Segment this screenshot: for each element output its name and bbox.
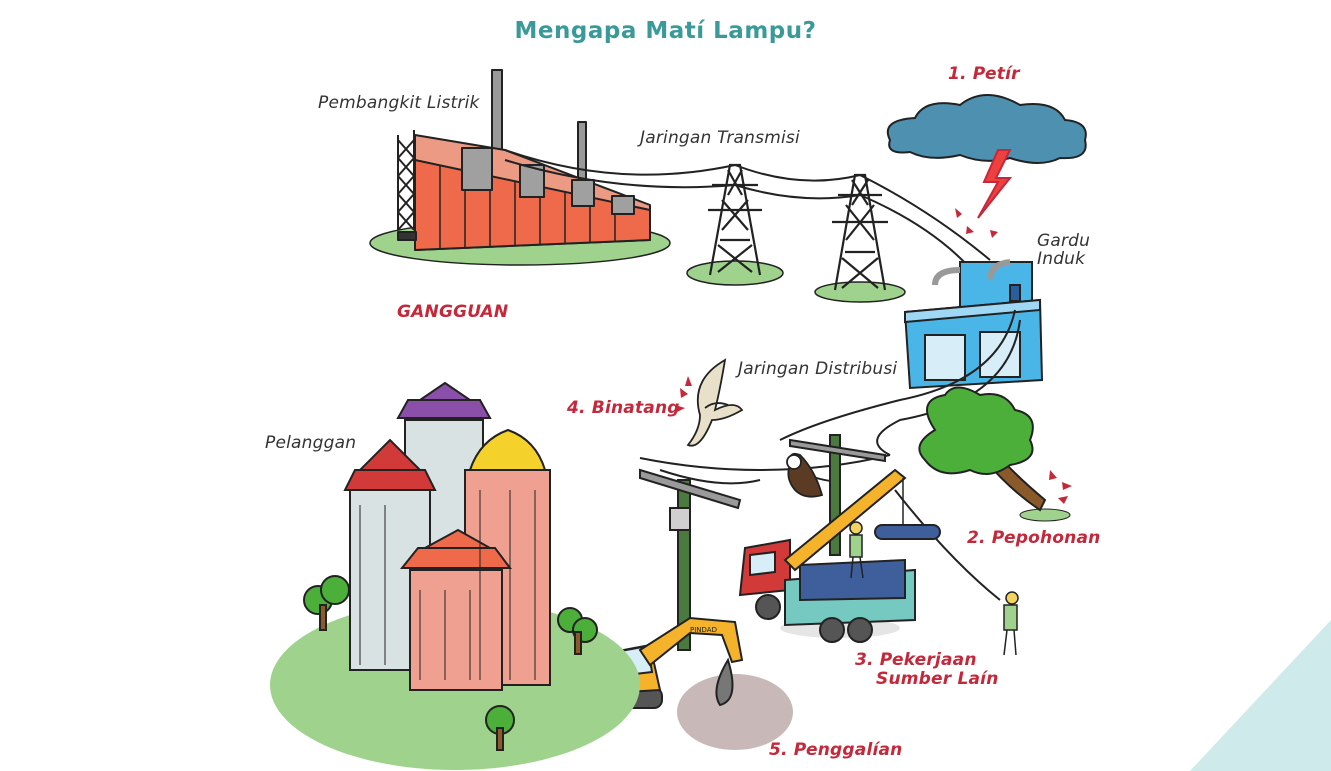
worker-pulling-rope: [1003, 591, 1019, 656]
corner-decoration: [1190, 620, 1331, 771]
bird-spark-marks: [675, 376, 692, 412]
label-customers: Pelanggan: [265, 433, 357, 453]
cause-excavation: 5. Penggalían: [769, 740, 903, 760]
disturbance-heading: GANGGUAN: [397, 302, 509, 322]
cause-lightning: 1. Petír: [948, 64, 1020, 84]
spark-marks: [955, 208, 998, 238]
power-plant: [369, 69, 671, 266]
flying-bird: [686, 358, 744, 447]
perched-bird: [786, 452, 824, 498]
cause-animals: 4. Binatang: [567, 398, 680, 418]
label-transmission: Jaringan Transmisi: [640, 128, 800, 148]
tree: [918, 386, 1071, 522]
vehicle-brand-text: PINDAD: [690, 626, 717, 634]
customer-buildings: [270, 381, 640, 770]
label-substation: Gardu Induk: [1037, 231, 1091, 269]
cause-trees: 2. Pepohonan: [967, 528, 1101, 548]
label-distribution: Jaringan Distribusi: [738, 359, 898, 379]
lightning-bolt: [977, 149, 1013, 219]
crane-truck: [738, 468, 941, 643]
tree-spark-marks: [1049, 470, 1072, 504]
cause-other-works-line1: 3. Pekerjaan: [855, 650, 977, 670]
cause-other-works-line2: Sumber Laín: [876, 669, 999, 689]
label-power-plant: Pembangkit Listrik: [318, 93, 480, 113]
page-title: Mengapa Matí Lampu?: [514, 18, 817, 44]
substation: [903, 259, 1044, 390]
worker-on-truck: [849, 521, 864, 579]
storm-cloud: [886, 94, 1087, 219]
utility-pole-1: [639, 468, 742, 651]
transmission-wires: [504, 149, 991, 269]
transmission-tower-1: [686, 163, 784, 286]
utility-pole-2: [789, 434, 886, 556]
transmission-tower-2: [814, 173, 906, 303]
